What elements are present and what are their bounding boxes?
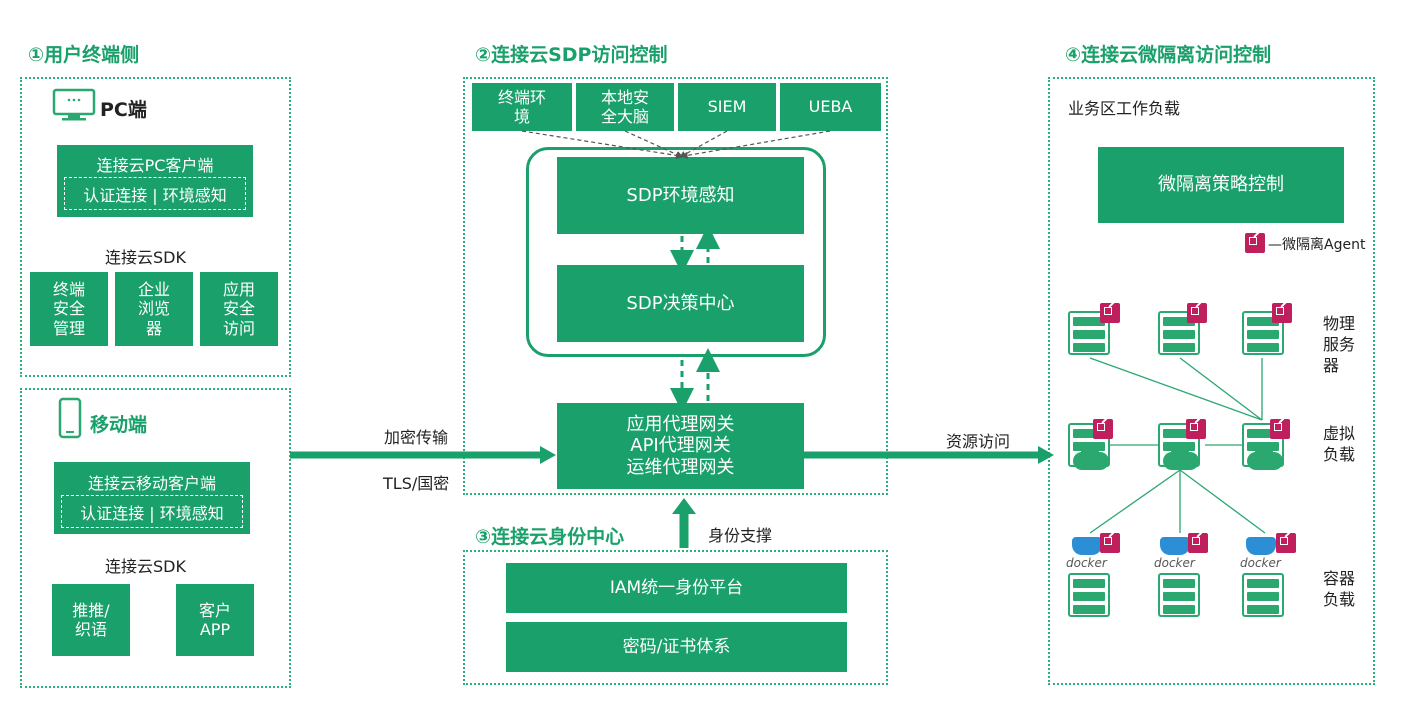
section-title-sdp: ②连接云SDP访问控制 (475, 44, 668, 66)
mobile-module-tuitui: 推推/ 织语 (52, 584, 130, 656)
mobile-title: 移动端 (90, 414, 148, 436)
tls-label: TLS/国密 (383, 474, 450, 493)
docker-whale-icon (1160, 537, 1190, 555)
agent-icon (1276, 533, 1296, 553)
cloud-icon (1073, 443, 1109, 470)
micro-panel (1048, 77, 1375, 685)
agent-icon (1100, 533, 1120, 553)
sdp-input-local-brain: 本地安 全大脑 (576, 83, 674, 131)
cloud-icon (1247, 443, 1283, 470)
docker-logo-text: docker (1240, 556, 1281, 570)
agent-icon (1093, 419, 1113, 439)
server-rack-icon (1158, 311, 1200, 355)
docker-logo-text: docker (1066, 556, 1107, 570)
micro-policy-box: 微隔离策略控制 (1098, 147, 1344, 223)
mobile-client-box (54, 462, 250, 534)
sdp-gateway-box: 应用代理网关 API代理网关 运维代理网关 (557, 403, 804, 489)
agent-icon (1272, 303, 1292, 323)
mobile-features: 认证连接 | 环境感知 (61, 495, 243, 528)
pc-panel (20, 77, 291, 377)
container-rack-icon (1158, 573, 1200, 617)
docker-logo-text: docker (1154, 556, 1195, 570)
pc-module-app-security: 应用 安全 访问 (200, 272, 278, 346)
mobile-client-label: 连接云移动客户端 (87, 474, 216, 493)
docker-whale-icon (1246, 537, 1276, 555)
virtual-label: 虚拟 负载 (1323, 424, 1356, 464)
resource-access-label: 资源访问 (946, 432, 1011, 451)
iam-box: IAM统一身份平台 (506, 563, 847, 613)
container-label: 容器 负载 (1323, 569, 1356, 609)
gateway-api: API代理网关 (630, 435, 731, 457)
sdp-input-terminal-env: 终端环 境 (472, 83, 572, 131)
server-rack-icon (1068, 311, 1110, 355)
pc-title: PC端 (100, 99, 147, 121)
agent-icon (1188, 533, 1208, 553)
agent-legend-label: —微隔离Agent (1268, 237, 1366, 253)
section-title-user-terminal: ①用户终端侧 (28, 44, 140, 66)
agent-icon (1100, 303, 1120, 323)
pc-sdk-label: 连接云SDK (105, 248, 186, 267)
cloud-icon (1163, 443, 1199, 470)
physical-label: 物理 服务 器 (1323, 314, 1356, 375)
sdp-perception-box: SDP环境感知 (557, 157, 804, 234)
mobile-sdk-label: 连接云SDK (105, 557, 186, 576)
agent-icon (1270, 419, 1290, 439)
gateway-app: 应用代理网关 (626, 413, 735, 435)
mobile-panel (20, 388, 291, 688)
agent-icon (1187, 303, 1207, 323)
sdp-input-ueba: UEBA (780, 83, 881, 131)
sdp-decision-box: SDP决策中心 (557, 265, 804, 342)
section-title-identity: ③连接云身份中心 (475, 526, 625, 548)
identity-panel (463, 550, 888, 685)
phone-icon (58, 397, 82, 439)
encrypt-label: 加密传输 (384, 428, 449, 447)
cert-box: 密码/证书体系 (506, 622, 847, 672)
section-title-micro-isolation: ④连接云微隔离访问控制 (1065, 44, 1272, 66)
sdp-panel (463, 77, 888, 495)
sdp-input-siem: SIEM (678, 83, 776, 131)
docker-whale-icon (1072, 537, 1102, 555)
gateway-ops: 运维代理网关 (626, 456, 735, 478)
identity-support-label: 身份支撑 (708, 526, 773, 545)
container-rack-icon (1068, 573, 1110, 617)
monitor-icon (52, 88, 96, 121)
container-rack-icon (1242, 573, 1284, 617)
pc-module-enterprise-browser: 企业 浏览 器 (115, 272, 193, 346)
workload-label: 业务区工作负载 (1068, 99, 1181, 118)
agent-legend-icon (1245, 233, 1265, 253)
pc-module-terminal-security: 终端 安全 管理 (30, 272, 108, 346)
mobile-module-customer-app: 客户 APP (176, 584, 254, 656)
agent-icon (1186, 419, 1206, 439)
pc-client-label: 连接云PC客户端 (96, 156, 214, 175)
pc-features: 认证连接 | 环境感知 (64, 177, 246, 210)
pc-client-box (57, 145, 253, 217)
